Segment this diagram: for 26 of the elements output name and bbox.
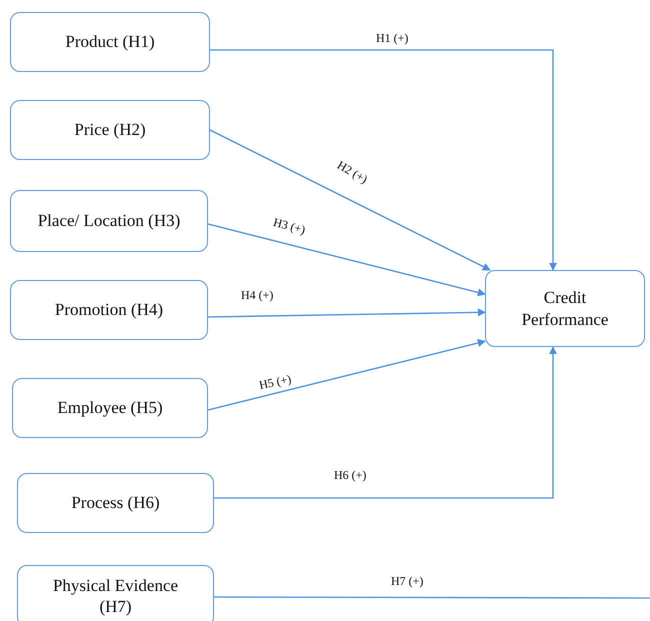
variable-box	[17, 565, 214, 621]
edge-label: H4 (+)	[240, 288, 274, 303]
variable-label: Product (H1)	[65, 31, 155, 53]
variable-label: Promotion (H4)	[54, 299, 164, 321]
arrow	[214, 346, 557, 499]
variable-label: Employee (H5)	[57, 397, 163, 419]
variable-box	[10, 280, 208, 340]
edge-label: H1 (+)	[375, 31, 410, 46]
variable-box	[10, 12, 210, 72]
arrow	[208, 223, 486, 296]
variable-box	[485, 270, 645, 347]
arrow	[210, 49, 557, 271]
variable-label: Credit Performance	[520, 287, 610, 330]
variable-box	[17, 473, 214, 533]
variable-label: Process (H6)	[71, 492, 160, 514]
variable-box	[10, 100, 210, 160]
arrow	[210, 129, 491, 271]
variable-label: Price (H2)	[74, 119, 146, 141]
edge-label: H6 (+)	[333, 468, 368, 483]
arrow	[208, 339, 486, 411]
variable-box	[10, 190, 208, 252]
variable-box	[12, 378, 208, 438]
edge-label: H7 (+)	[390, 574, 424, 589]
arrow	[208, 308, 486, 318]
variable-label: Place/ Location (H3)	[38, 210, 180, 232]
variable-label: Physical Evidence (H7)	[52, 574, 180, 618]
